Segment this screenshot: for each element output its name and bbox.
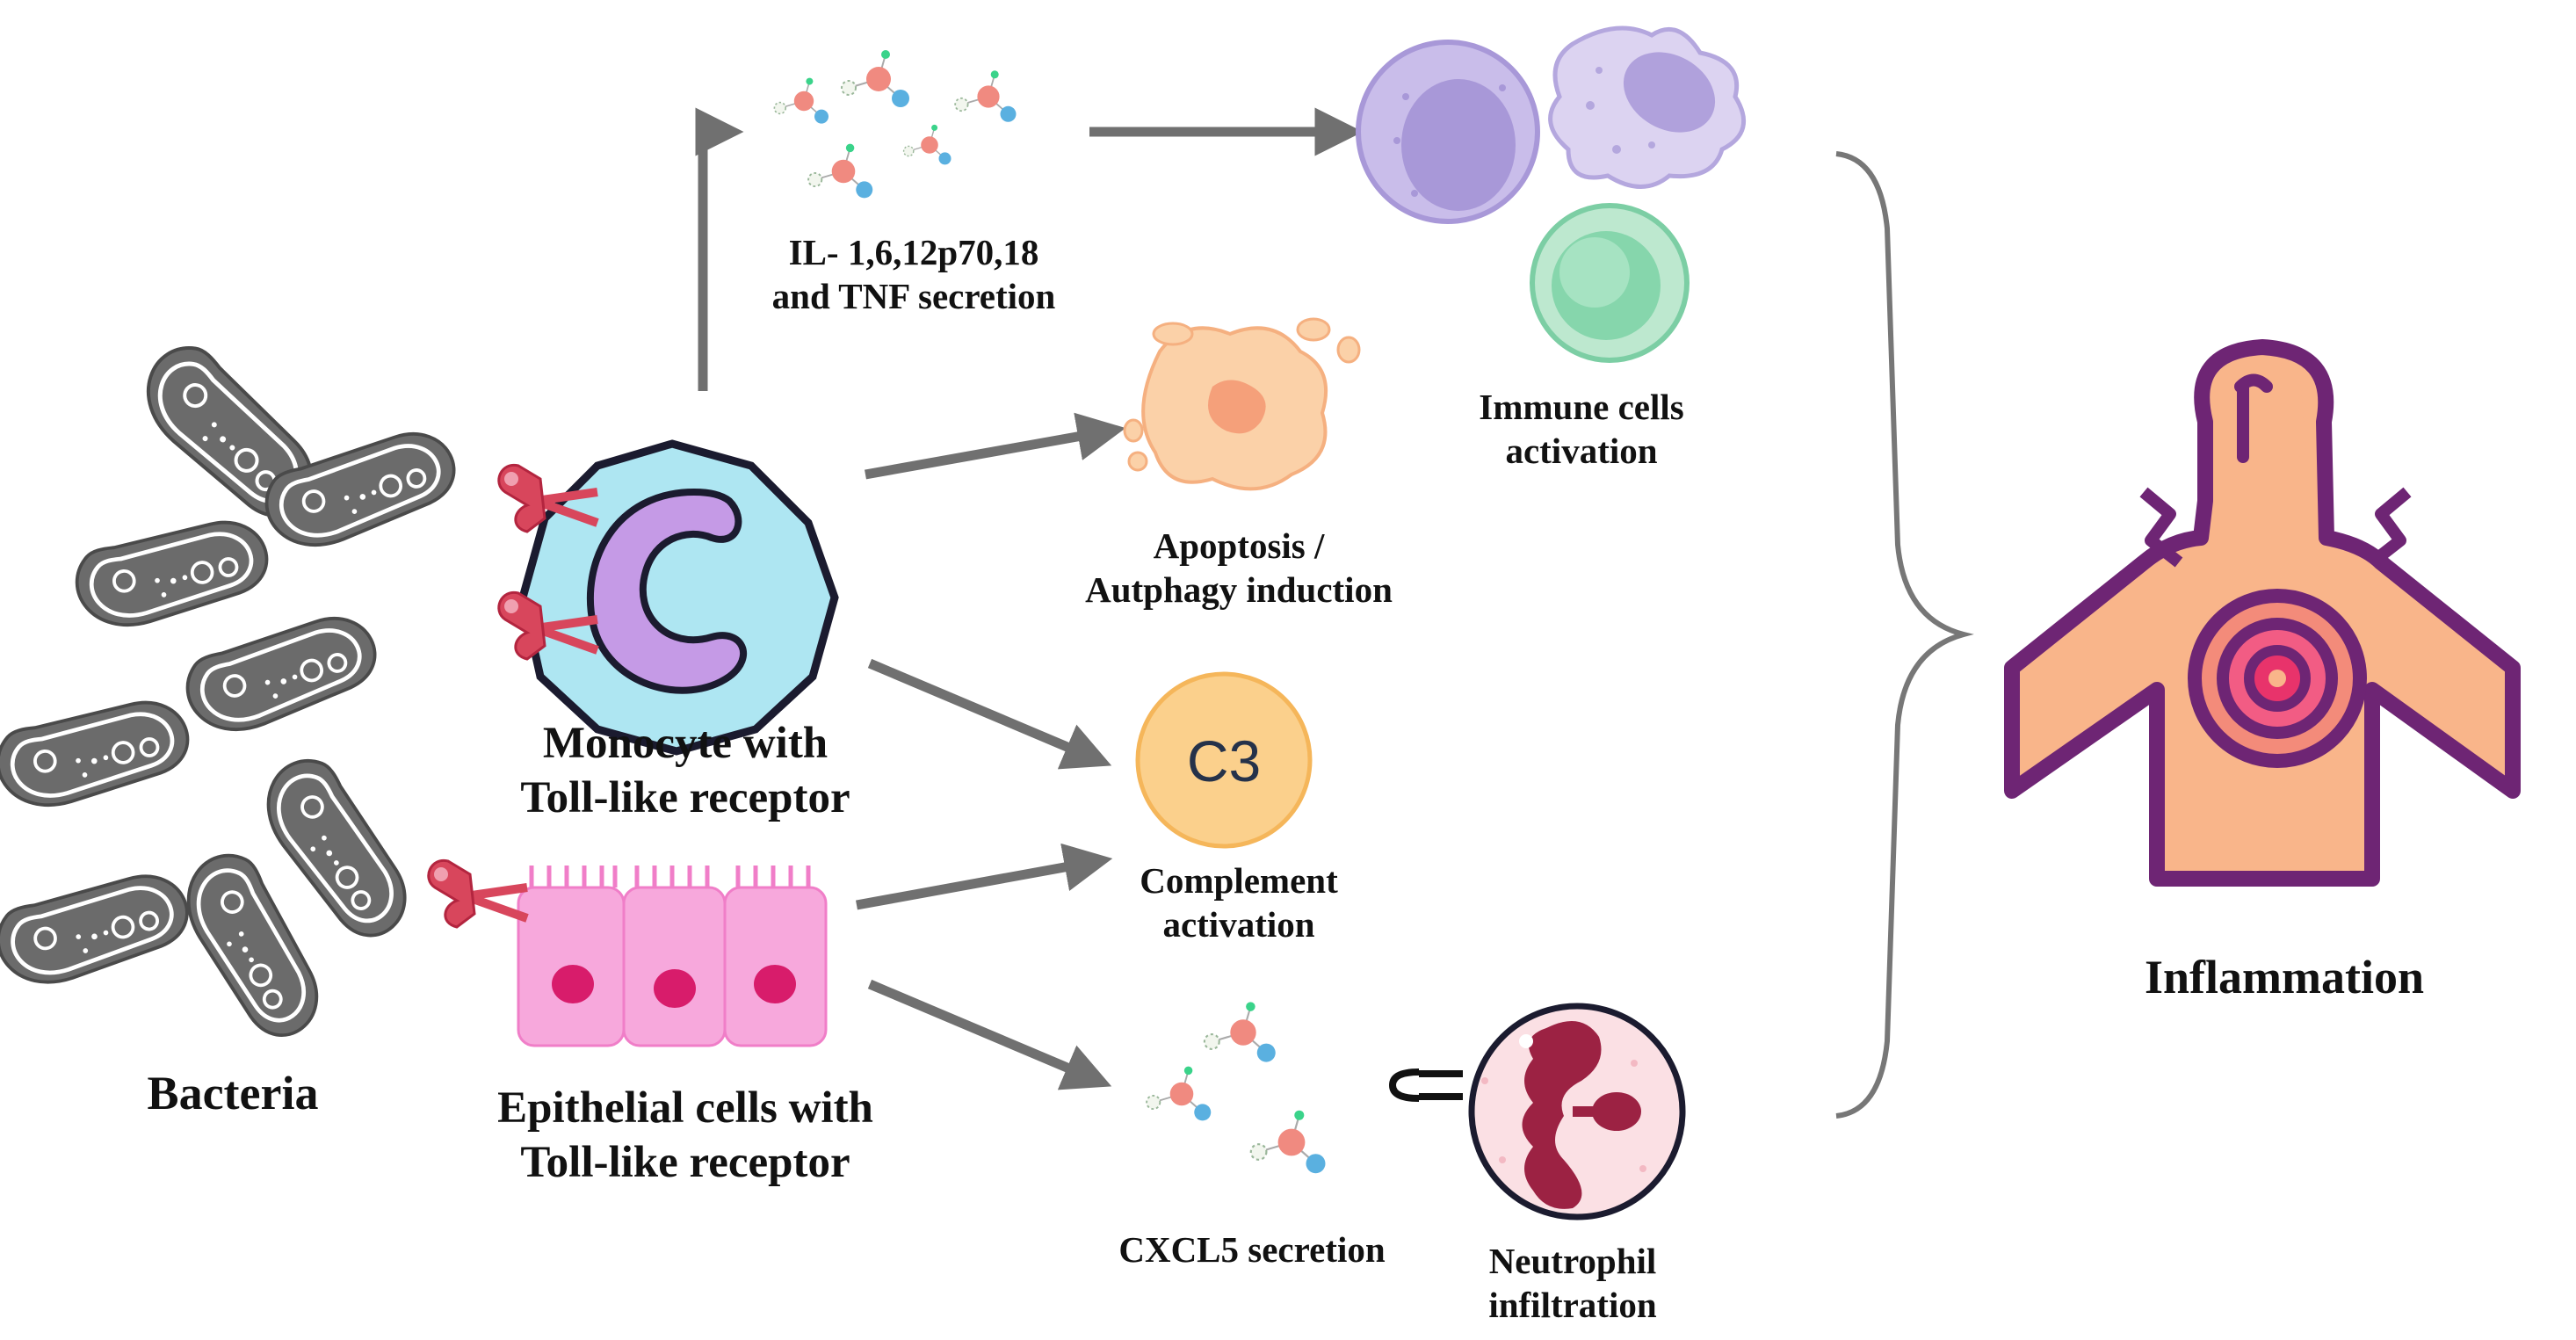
monocyte-label-line-1: Monocyte with bbox=[542, 719, 829, 768]
bacterium bbox=[0, 816, 200, 1037]
epithelial-label-line-1: Epithelial cells with bbox=[497, 1083, 873, 1133]
receptor-symbol bbox=[1388, 1068, 1463, 1102]
bacterium bbox=[251, 377, 467, 597]
arrow-to-complement bbox=[867, 658, 1112, 770]
inflammation-person-icon bbox=[2004, 339, 2521, 887]
complement-c3-circle bbox=[1135, 671, 1313, 849]
complement-label: Complement activation bbox=[1063, 858, 1415, 946]
neutrophil-line-1: Neutrophil bbox=[1488, 1241, 1657, 1281]
arrow-epithelial-to-complement bbox=[856, 843, 1113, 910]
cytokine-molecules bbox=[773, 49, 1017, 199]
complement-line-1: Complement bbox=[1140, 860, 1338, 901]
il-secretion-label: IL- 1,6,12p70,18 and TNF secretion bbox=[712, 230, 1116, 318]
immune-activation-label: Immune cells activation bbox=[1406, 385, 1757, 473]
cxcl5-label: CXCL5 secretion bbox=[1118, 1229, 1386, 1270]
monocyte-label-line-2: Toll-like receptor bbox=[520, 773, 850, 823]
il-secretion-line-1: IL- 1,6,12p70,18 bbox=[788, 232, 1039, 272]
apoptosis-line-1: Apoptosis / bbox=[1153, 525, 1325, 566]
neutrophil-cell bbox=[1388, 1003, 1686, 1220]
apoptosis-line-2: Autphagy induction bbox=[1085, 569, 1393, 611]
monocyte-cell bbox=[499, 439, 839, 756]
arrows bbox=[695, 107, 1364, 1090]
macrophage-cell bbox=[1530, 203, 1690, 363]
apoptotic-cell bbox=[1123, 317, 1361, 491]
epithelial-label: Epithelial cells with Toll-like receptor bbox=[413, 1081, 958, 1190]
neutrophil-label: Neutrophil infiltration bbox=[1423, 1239, 1722, 1327]
immune-cells bbox=[1356, 25, 1747, 363]
arrow-to-il-secretion bbox=[695, 107, 744, 391]
curly-brace bbox=[1835, 151, 1974, 1119]
immune-activation-line-2: activation bbox=[1505, 431, 1658, 472]
apoptosis-label: Apoptosis / Autphagy induction bbox=[1037, 524, 1441, 612]
toll-like-receptor bbox=[429, 860, 527, 927]
il-secretion-line-2: and TNF secretion bbox=[771, 276, 1056, 317]
bacteria-group bbox=[0, 343, 467, 1046]
complement-line-2: activation bbox=[1162, 904, 1315, 945]
inflammation-label: Inflammation bbox=[2144, 951, 2424, 1003]
arrow-to-apoptosis bbox=[865, 412, 1126, 480]
arrow-to-cxcl5 bbox=[867, 979, 1112, 1090]
epithelial-cells bbox=[429, 860, 828, 1047]
dendritic-cell bbox=[1548, 25, 1747, 189]
cxcl5-molecules bbox=[1146, 1001, 1327, 1175]
bacteria-label: Bacteria bbox=[147, 1067, 319, 1119]
immune-activation-line-1: Immune cells bbox=[1479, 387, 1684, 427]
epithelial-label-line-2: Toll-like receptor bbox=[520, 1138, 850, 1188]
c3-label: C3 bbox=[1186, 728, 1262, 793]
bacterium bbox=[0, 641, 201, 862]
neutrophil-line-2: infiltration bbox=[1488, 1285, 1657, 1326]
monocyte-label: Monocyte with Toll-like receptor bbox=[422, 716, 949, 825]
